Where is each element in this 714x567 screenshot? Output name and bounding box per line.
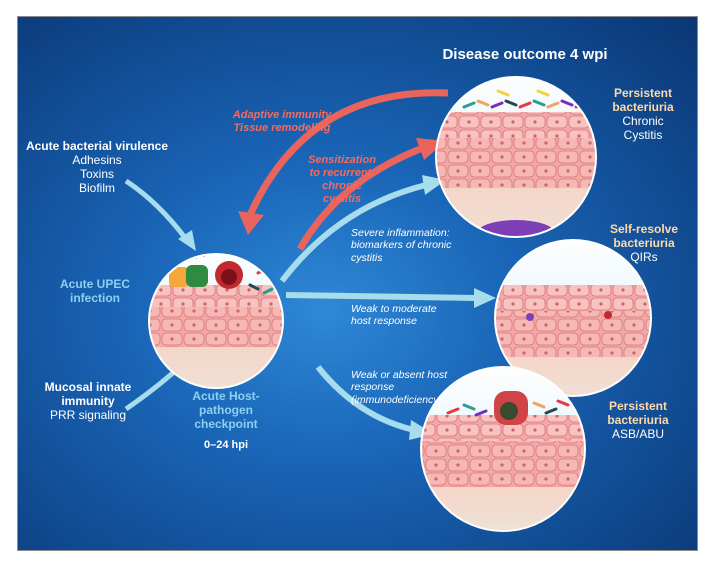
checkpoint-heading: Acute Host-pathogen checkpoint bbox=[192, 389, 260, 432]
adaptive-label: Adaptive immunity bbox=[232, 109, 332, 121]
chronic-item: Cystitis bbox=[623, 128, 663, 143]
self-resolve-outcome-block: Self-resolve bacteriuria QIRs bbox=[603, 222, 685, 264]
asb-circle bbox=[420, 366, 586, 532]
virulence-item: Toxins bbox=[79, 167, 114, 182]
immunity-heading: Mucosal innate immunity bbox=[44, 380, 132, 409]
asb-outcome-block: Persistent bacteriuria ASB/ABU bbox=[593, 399, 683, 441]
arrow-adaptive bbox=[238, 89, 449, 235]
virulence-heading: Acute bacterial virulence bbox=[25, 139, 169, 153]
infection-label: Acute UPEC infection bbox=[59, 277, 130, 306]
virulence-item: Adhesins bbox=[72, 153, 122, 168]
adaptive-label-block: Adaptive immunity Tissue remodeling bbox=[222, 109, 342, 135]
virulence-block: Acute bacterial virulence Adhesins Toxin… bbox=[22, 139, 172, 196]
chronic-outcome-block: Persistent bacteriuria Chronic Cystitis bbox=[598, 86, 688, 143]
asb-item: ASB/ABU bbox=[611, 427, 665, 442]
immunity-block: Mucosal innate immunity PRR signaling bbox=[38, 380, 138, 422]
severe-label: Severe inflammation: biomarkers of chron… bbox=[351, 227, 452, 264]
chronic-cystitis-circle bbox=[435, 76, 597, 238]
acute-infection-circle bbox=[148, 253, 284, 389]
weak-moderate-label: Weak to moderate host response bbox=[351, 303, 437, 328]
arrow-weak-moderate bbox=[285, 288, 496, 308]
tissue-label: Tissue remodeling bbox=[233, 121, 331, 134]
asb-heading: Persistent bacteriuria bbox=[607, 399, 669, 428]
arrow-virulence bbox=[124, 178, 196, 251]
self-resolve-heading: Self-resolve bacteriuria bbox=[609, 222, 679, 251]
chronic-heading: Persistent bacteriuria bbox=[612, 86, 674, 115]
checkpoint-time: 0–24 hpi bbox=[203, 439, 249, 451]
diagram-graphics bbox=[124, 76, 652, 532]
diagram-panel: Disease outcome 4 wpi Acute bacterial vi… bbox=[17, 16, 698, 551]
chronic-item: Chronic bbox=[622, 114, 664, 129]
immunity-item: PRR signaling bbox=[49, 408, 127, 423]
sensitization-label: Sensitization to recurrent, chronic cyst… bbox=[308, 154, 376, 205]
virulence-item: Biofilm bbox=[78, 181, 115, 196]
weak-absent-label: Weak or absent host response (immunodefi… bbox=[351, 369, 448, 406]
outcome-title: Disease outcome 4 wpi bbox=[442, 46, 608, 63]
self-resolve-item: QIRs bbox=[630, 250, 658, 265]
